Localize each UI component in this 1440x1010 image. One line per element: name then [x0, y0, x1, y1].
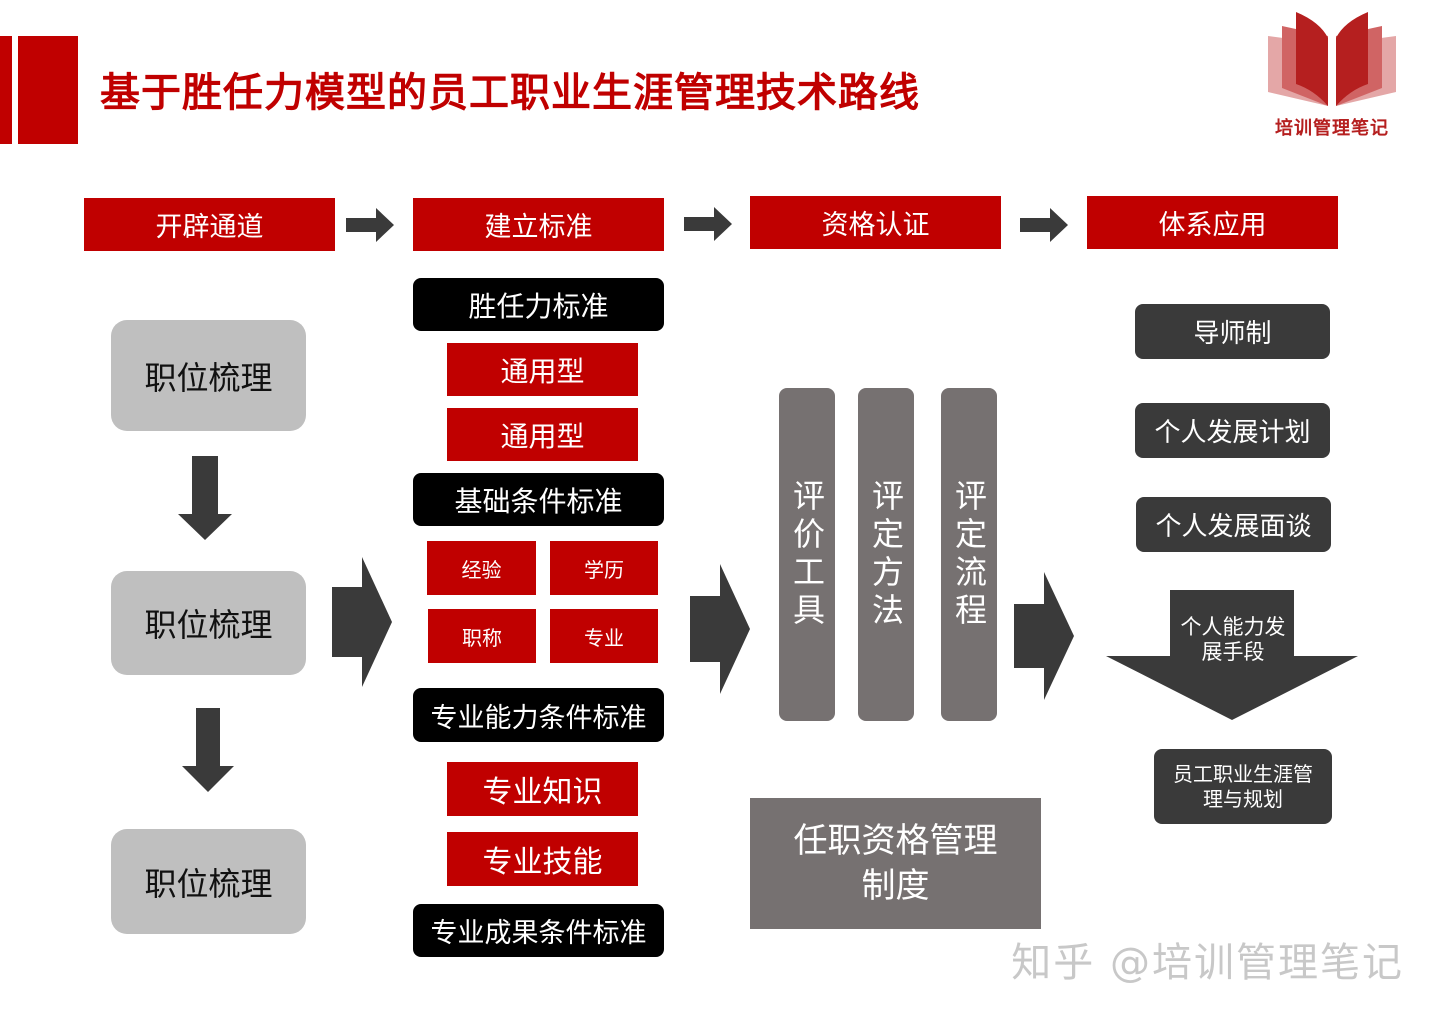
page-title: 基于胜任力模型的员工职业生涯管理技术路线 [100, 70, 920, 116]
stage-build-standard: 建立标准 [413, 198, 664, 251]
cert-column-tool: 评价工具 [779, 388, 835, 721]
basic-item-major: 专业 [550, 609, 658, 663]
career-management-box: 员工职业生涯管理与规划 [1154, 749, 1332, 824]
stage-certification: 资格认证 [750, 196, 1001, 249]
big-arrow-right-icon [1014, 572, 1074, 700]
development-interview-box: 个人发展面谈 [1136, 497, 1331, 552]
basic-item-experience: 经验 [427, 541, 536, 595]
basic-standard-header: 基础条件标准 [413, 473, 664, 526]
ability-standard-header: 专业能力条件标准 [413, 688, 664, 742]
logo: 培训管理笔记 [1262, 8, 1402, 139]
position-review-box: 职位梳理 [111, 571, 306, 675]
arrow-right-icon [1020, 208, 1068, 242]
standard-item: 通用型 [447, 408, 638, 461]
down-arrow-shape [1106, 590, 1358, 720]
arrow-down-icon [182, 708, 234, 792]
stage-open-channel: 开辟通道 [84, 198, 335, 251]
qualification-system-box: 任职资格管理制度 [750, 798, 1041, 929]
header-bar-thin [0, 36, 12, 144]
achievement-standard-header: 专业成果条件标准 [413, 904, 664, 957]
position-review-box: 职位梳理 [111, 320, 306, 431]
watermark: 知乎 @培训管理笔记 [1011, 940, 1404, 986]
cert-column-method: 评定方法 [858, 388, 914, 721]
stage-application: 体系应用 [1087, 196, 1338, 249]
basic-item-education: 学历 [550, 541, 658, 595]
arrow-right-icon [346, 208, 394, 242]
arrow-right-icon [684, 207, 732, 241]
big-arrow-right-icon [332, 557, 392, 687]
competency-standard-header: 胜任力标准 [413, 278, 664, 331]
big-arrow-right-icon [690, 564, 750, 694]
development-plan-box: 个人发展计划 [1135, 403, 1330, 458]
standard-item: 通用型 [447, 343, 638, 396]
open-book-icon [1268, 12, 1396, 106]
ability-item: 专业知识 [447, 762, 638, 816]
development-means-label: 个人能力发展手段 [1180, 614, 1286, 664]
logo-text: 培训管理笔记 [1275, 118, 1389, 139]
arrow-down-icon [178, 456, 232, 540]
ability-item: 专业技能 [447, 832, 638, 886]
cert-column-process: 评定流程 [941, 388, 997, 721]
header-bar-thick [18, 36, 78, 144]
basic-item-title: 职称 [428, 609, 536, 663]
position-review-box: 职位梳理 [111, 829, 306, 934]
mentor-system-box: 导师制 [1135, 304, 1330, 359]
